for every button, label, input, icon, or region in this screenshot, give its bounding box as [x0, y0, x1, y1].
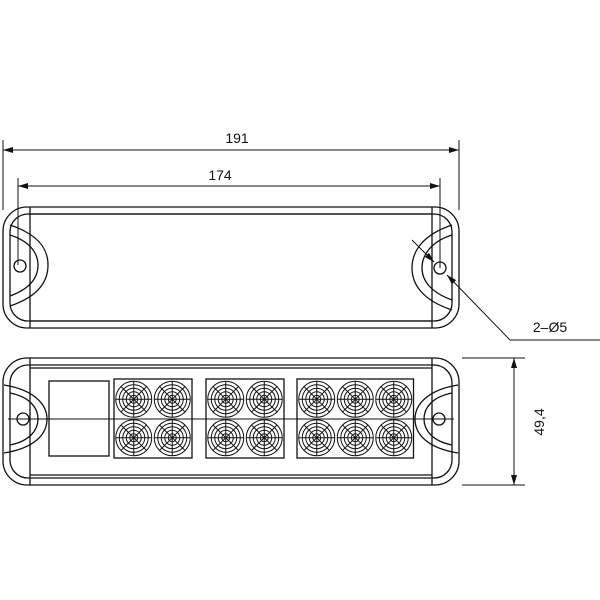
- led-group: [205, 378, 285, 459]
- led-group: [296, 378, 415, 459]
- mounting-hole-right-front: [432, 412, 446, 426]
- led: [336, 380, 374, 418]
- mounting-hole-left: [13, 259, 27, 273]
- mounting-hole-left-front: [16, 412, 30, 426]
- dimension-49-4: 49,4: [462, 357, 547, 486]
- led-array: [113, 378, 415, 459]
- front-view: [2, 357, 460, 486]
- led-group: [113, 378, 193, 459]
- led: [375, 380, 413, 418]
- top-view: [2, 206, 460, 329]
- led: [375, 419, 413, 457]
- led: [298, 380, 336, 418]
- led: [207, 380, 245, 418]
- led: [115, 419, 153, 457]
- led: [153, 380, 191, 418]
- led: [115, 380, 153, 418]
- led: [153, 419, 191, 457]
- led: [245, 380, 283, 418]
- dimension-label-174: 174: [208, 167, 232, 183]
- hole-callout: 2–Ø5: [411, 239, 600, 341]
- led: [336, 419, 374, 457]
- led: [298, 419, 336, 457]
- dimension-label-49-4: 49,4: [531, 408, 547, 435]
- dimension-191: 191: [2, 130, 460, 210]
- dimension-174: 174: [17, 167, 441, 268]
- dimension-label-191: 191: [225, 130, 249, 146]
- mounting-hole-right: [433, 261, 447, 275]
- blank-window: [48, 380, 110, 457]
- led: [245, 419, 283, 457]
- hole-callout-label: 2–Ø5: [533, 319, 567, 335]
- led: [207, 419, 245, 457]
